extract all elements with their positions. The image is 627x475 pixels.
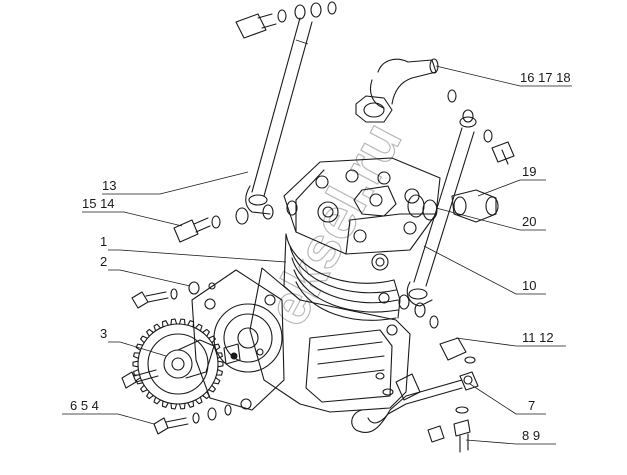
cylinder-fins <box>283 233 401 321</box>
gear-tooth <box>170 318 178 326</box>
callout-labels: 16 17 18 13 19 15 14 20 1 2 10 3 11 12 6… <box>70 70 571 443</box>
lower-pipe-7 <box>351 371 479 453</box>
callout-1: 1 <box>100 234 107 249</box>
fitting-11-12 <box>398 294 476 364</box>
gear-tooth <box>202 328 210 337</box>
callout-7: 7 <box>528 398 535 413</box>
pipe-13 <box>245 17 313 215</box>
gear-tooth <box>187 320 195 328</box>
gear-tooth <box>161 400 169 408</box>
bolt-2 <box>131 281 216 309</box>
gear-tooth <box>215 369 223 376</box>
gear-tooth <box>132 360 139 368</box>
gear-tooth <box>202 391 210 400</box>
gear-tooth <box>208 384 216 393</box>
gear-tooth <box>178 318 186 326</box>
gear-tooth <box>146 391 154 400</box>
gear-tooth <box>161 320 169 328</box>
gear-tooth <box>153 323 162 332</box>
gear-tooth <box>212 343 221 351</box>
callout-19: 19 <box>522 164 536 179</box>
elbow-fitting <box>355 58 439 123</box>
gear-tooth <box>215 352 223 359</box>
washers-16-17-18 <box>447 89 515 165</box>
callout-11-12: 11 12 <box>522 330 554 345</box>
bolt-15 <box>173 200 298 243</box>
shaft-key <box>223 343 264 365</box>
gear-teeth <box>132 318 224 410</box>
crankcase <box>249 267 411 413</box>
callout-2: 2 <box>100 254 107 269</box>
fitting-19-20 <box>407 189 499 223</box>
callout-8-9: 8 9 <box>522 428 540 443</box>
gear-tooth <box>208 335 216 344</box>
callout-6-5-4: 6 5 4 <box>70 398 99 413</box>
callout-13: 13 <box>102 178 116 193</box>
callout-16-17-18: 16 17 18 <box>520 70 571 85</box>
gear-tooth <box>170 402 178 410</box>
top-banjo-bolt <box>235 1 337 39</box>
gear-tooth <box>178 402 186 410</box>
callout-3: 3 <box>100 326 107 341</box>
bolt-3 <box>121 369 159 389</box>
gear-tooth <box>140 335 148 344</box>
gear-tooth <box>217 360 224 368</box>
pipe-10 <box>406 116 477 307</box>
gear-tooth <box>212 377 221 385</box>
gear-3 <box>132 318 224 410</box>
bolt-6-5-4 <box>153 404 232 435</box>
gear-tooth <box>194 396 203 405</box>
callout-10: 10 <box>522 278 536 293</box>
leader-lines <box>62 65 572 445</box>
gear-tooth <box>146 328 154 337</box>
callout-15-14: 15 14 <box>82 196 115 211</box>
callout-20: 20 <box>522 214 536 229</box>
gear-tooth <box>194 323 203 332</box>
gear-tooth <box>187 400 195 408</box>
gear-tooth <box>133 352 141 359</box>
gear-tooth <box>140 384 148 393</box>
gear-tooth <box>135 343 144 351</box>
gear-tooth <box>153 396 162 405</box>
